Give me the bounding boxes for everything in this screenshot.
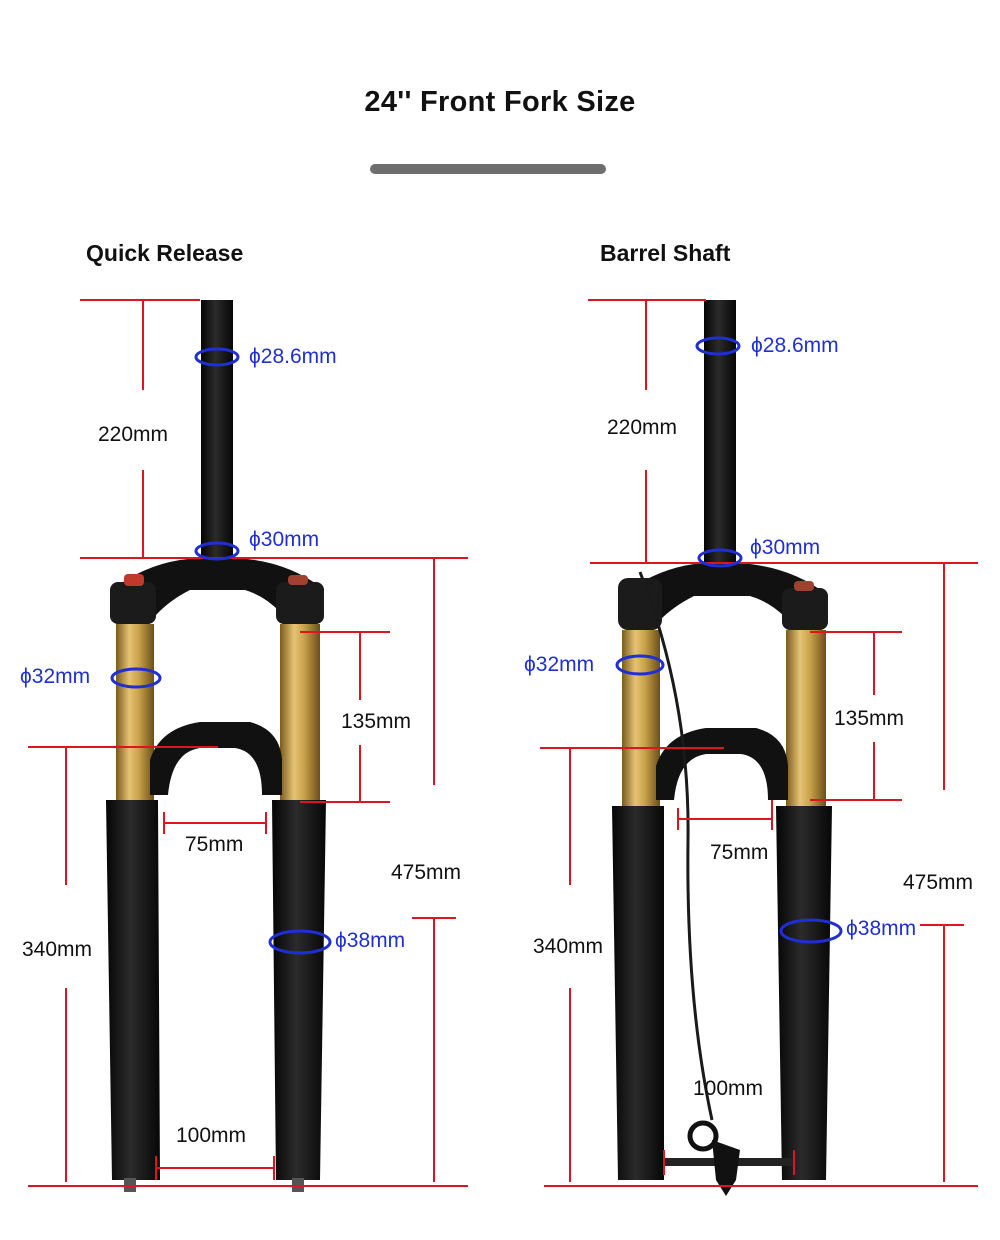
label-lower-leg: 340mm	[22, 938, 92, 961]
lower-arch	[656, 728, 788, 800]
rebound-knob	[288, 575, 308, 585]
variant-heading-barrel-shaft: Barrel Shaft	[600, 240, 731, 266]
stanchion-right	[786, 630, 826, 808]
diameter-markers-right	[615, 336, 843, 944]
crown-right-cap	[782, 588, 828, 630]
steerer-tube	[704, 300, 736, 564]
crown	[620, 563, 826, 620]
label-diameter-stanchion: ϕ32mm	[524, 653, 594, 676]
rebound-knob	[794, 581, 814, 591]
label-stanchion-travel: 135mm	[341, 710, 411, 733]
fork-quick-release	[106, 300, 326, 1192]
dimension-lines-left	[28, 299, 468, 1187]
label-total-height: 475mm	[903, 871, 973, 894]
label-axle-spacing: 100mm	[176, 1124, 246, 1147]
label-steerer-length: 220mm	[607, 416, 677, 439]
lower-leg-left	[612, 806, 664, 1180]
label-steerer-length: 220mm	[98, 423, 168, 446]
stanchion-right	[280, 624, 320, 804]
diameter-marker-steerer-base	[697, 548, 743, 568]
remote-lockout-clamp	[687, 1120, 719, 1152]
diameter-marker-stanchion	[110, 667, 162, 689]
steerer-tube	[201, 300, 233, 560]
diameter-marker-stanchion	[615, 654, 665, 676]
page-title: 24'' Front Fork Size	[364, 86, 636, 118]
label-crown-inner-width: 75mm	[710, 841, 768, 864]
label-lower-leg: 340mm	[533, 935, 603, 958]
diameter-markers-left	[110, 347, 332, 955]
label-diameter-steerer-top: ϕ28.6mm	[249, 345, 337, 368]
crown	[112, 558, 322, 615]
variant-heading-quick-release: Quick Release	[86, 240, 244, 266]
label-diameter-lower: ϕ38mm	[335, 929, 405, 952]
lower-arch	[150, 722, 282, 795]
diameter-marker-steerer-top	[194, 347, 240, 367]
label-diameter-stanchion: ϕ32mm	[20, 665, 90, 688]
lower-leg-right	[776, 806, 832, 1180]
lockout-cable	[638, 571, 714, 1121]
label-stanchion-travel: 135mm	[834, 707, 904, 730]
fork-barrel-shaft	[612, 300, 832, 1196]
label-total-height: 475mm	[391, 861, 461, 884]
diameter-marker-steerer-top	[695, 336, 741, 356]
dimension-lines-right	[540, 299, 978, 1187]
label-diameter-steerer-base: ϕ30mm	[750, 536, 820, 559]
remote-lockout-lever	[712, 1140, 740, 1196]
diameter-marker-steerer-base	[194, 541, 240, 561]
label-axle-spacing: 100mm	[693, 1077, 763, 1100]
crown-right-cap	[276, 582, 324, 624]
crown-left-cap	[618, 578, 662, 630]
air-valve-knob	[124, 574, 144, 586]
crown-left-cap	[110, 582, 156, 624]
label-diameter-steerer-top: ϕ28.6mm	[751, 334, 839, 357]
lower-leg-right	[272, 800, 326, 1180]
label-crown-inner-width: 75mm	[185, 833, 243, 856]
stanchion-left	[622, 630, 660, 808]
title-underline	[370, 164, 606, 174]
lower-leg-left	[106, 800, 160, 1180]
label-diameter-lower: ϕ38mm	[846, 917, 916, 940]
diameter-marker-lower	[268, 929, 332, 955]
label-diameter-steerer-base: ϕ30mm	[249, 528, 319, 551]
diameter-marker-lower	[779, 918, 843, 944]
stanchion-left	[116, 624, 154, 804]
